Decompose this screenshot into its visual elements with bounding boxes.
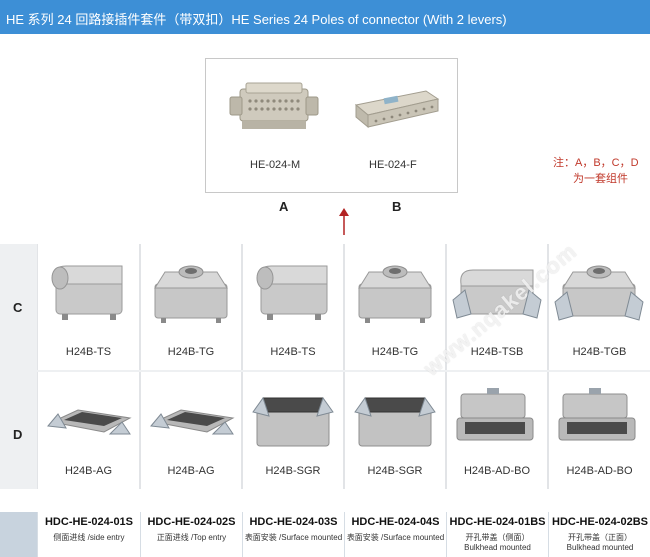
kit-code-desc: 侧面进线 /side entry [53,533,125,542]
letter-b: B [392,199,402,214]
kit-code: HDC-HE-024-03S [249,516,338,528]
kit-code-cell: HDC-HE-024-02S 正面进线 /Top entry [140,512,242,557]
kit-code: HDC-HE-024-01BS [449,516,546,528]
base-label: H24B-SGR [367,465,423,477]
row-letter-c: C [13,300,23,315]
hood-label: H24B-TSB [470,346,524,358]
kit-code-desc: 表面安装 /Surface mounted [244,533,343,542]
hood-label: H24B-TS [65,346,112,358]
hood-cell: H24B-TS [242,244,344,370]
base-label: H24B-AD-BO [463,465,531,477]
kit-code: HDC-HE-024-04S [351,516,440,528]
note-line-2: 为一套组件 [573,173,628,185]
kit-code-cell: HDC-HE-024-01BS 开孔带盖（侧面） Bulkhead mounte… [446,512,548,557]
kit-code: HDC-HE-024-02BS [552,516,648,528]
bulkhead-base-with-cover-image [558,388,636,441]
kit-code-desc: 开孔带盖（正面） [568,533,632,542]
connector-a-label: HE-024-M [250,159,301,171]
base-cell: H24B-AD-BO [446,372,548,489]
surface-base-image [354,396,436,447]
kit-code-desc: 表面安装 /Surface mounted [346,533,445,542]
note-line-1: 注：A，B，C，D [553,157,639,169]
kit-code-cell: HDC-HE-024-01S 侧面进线 /side entry [37,512,140,557]
bulkhead-base-image [47,409,132,435]
hood-cell: H24B-TS [37,244,140,370]
side-entry-hood-image [51,265,123,320]
title-bar: HE 系列 24 回路接插件套件（带双扣）HE Series 24 Poles … [0,0,650,34]
hood-label: H24B-TG [167,346,215,358]
surface-base-image [252,396,334,447]
row-letter-d: D [13,427,23,442]
side-entry-hood-image [256,265,328,320]
letter-a: A [279,199,289,214]
kit-code-desc-2: Bulkhead mounted [566,543,634,552]
base-label: H24B-AD-BO [566,465,633,477]
top-entry-hood-image [154,265,228,323]
base-cell: H24B-AG [140,372,242,489]
kit-code: HDC-HE-024-02S [147,516,236,528]
base-cell: H24B-SGR [344,372,446,489]
kit-code-cell: HDC-HE-024-02BS 开孔带盖（正面） Bulkhead mounte… [548,512,650,557]
kit-code-desc: 开孔带盖（侧面） [465,533,530,542]
hood-label: H24B-TS [270,346,316,358]
hood-label: H24B-TG [371,346,419,358]
hood-cell: H24B-TG [344,244,446,370]
base-label: H24B-AG [167,465,215,477]
kit-code: HDC-HE-024-01S [44,516,134,528]
bulkhead-base-image [150,409,235,435]
kit-code-desc: 正面进线 /Top entry [156,533,227,542]
base-label: H24B-SGR [265,465,321,477]
base-label: H24B-AG [64,465,113,477]
female-insert-image [354,90,440,129]
base-cell: H24B-AG [37,372,140,489]
connector-b-label: HE-024-F [369,159,417,171]
page-title: HE 系列 24 回路接插件套件（带双扣）HE Series 24 Poles … [6,12,507,27]
bulkhead-base-with-cover-image [456,388,534,441]
kit-code-desc-2: Bulkhead mounted [464,543,531,552]
hood-label: H24B-TGB [572,346,627,358]
kit-code-cell: HDC-HE-024-03S 表面安装 /Surface mounted [242,512,344,557]
connector-insert-panel: HE-024-M HE-024-F [205,58,458,193]
base-cell: H24B-AD-BO [548,372,650,489]
kit-code-cell: HDC-HE-024-04S 表面安装 /Surface mounted [344,512,446,557]
up-arrow-icon [339,208,349,235]
hood-cell: H24B-TG [140,244,242,370]
top-entry-hood-with-levers-image [554,265,644,321]
hood-cell: H24B-TGB [548,244,650,370]
side-entry-hood-with-levers-image [452,269,542,319]
top-entry-hood-image [358,265,432,323]
hood-cell: H24B-TSB [446,244,548,370]
male-insert-image [229,82,319,129]
base-cell: H24B-SGR [242,372,344,489]
assembly-note: 注：A，B，C，D 为一套组件 [553,155,639,187]
